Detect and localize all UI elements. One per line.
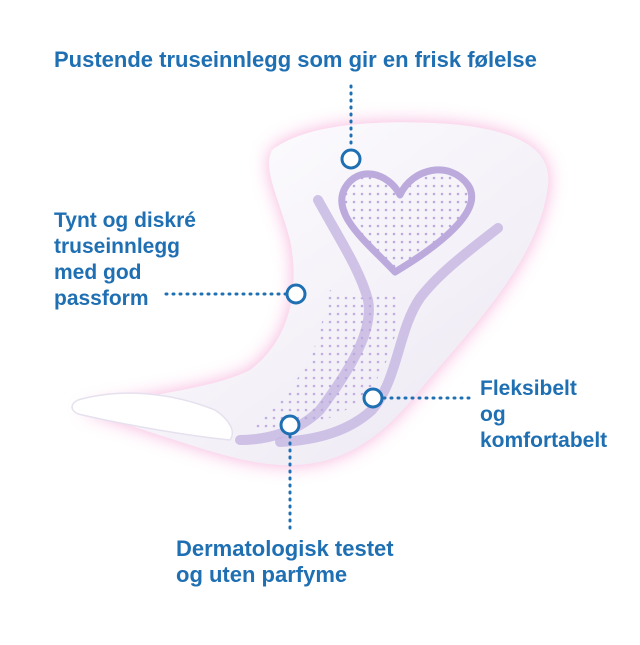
callout-text-line: passform — [54, 287, 149, 310]
dotted-core — [250, 290, 400, 429]
callout-text-line: og — [480, 403, 506, 426]
marker-top — [340, 148, 362, 170]
marker-right — [362, 387, 384, 409]
callout-text-line: Pustende truseinnlegg som gir en frisk f… — [54, 47, 537, 72]
callout-text-line: og uten parfyme — [176, 562, 348, 587]
callout-text-line: Dermatologisk testet — [176, 536, 394, 561]
marker-bottom — [279, 414, 301, 436]
callout-dermatologically-tested: Dermatologisk testet og uten parfyme — [176, 536, 394, 588]
callout-text-line: Fleksibelt — [480, 377, 577, 400]
callout-breathable: Pustende truseinnlegg som gir en frisk f… — [54, 47, 537, 73]
callout-thin-discreet: Tynt og diskré truseinnlegg med god pass… — [54, 208, 196, 312]
callout-flexible: Fleksibelt og komfortabelt — [480, 376, 607, 454]
right-channel — [275, 223, 503, 447]
marker-left — [285, 283, 307, 305]
callout-text-line: komfortabelt — [480, 429, 608, 452]
callout-text-line: med god — [54, 261, 142, 284]
heart-pattern — [338, 166, 476, 276]
callout-text-line: Tynt og diskré — [54, 209, 196, 232]
callout-text-line: truseinnlegg — [54, 235, 181, 258]
pad-tail — [71, 392, 234, 441]
